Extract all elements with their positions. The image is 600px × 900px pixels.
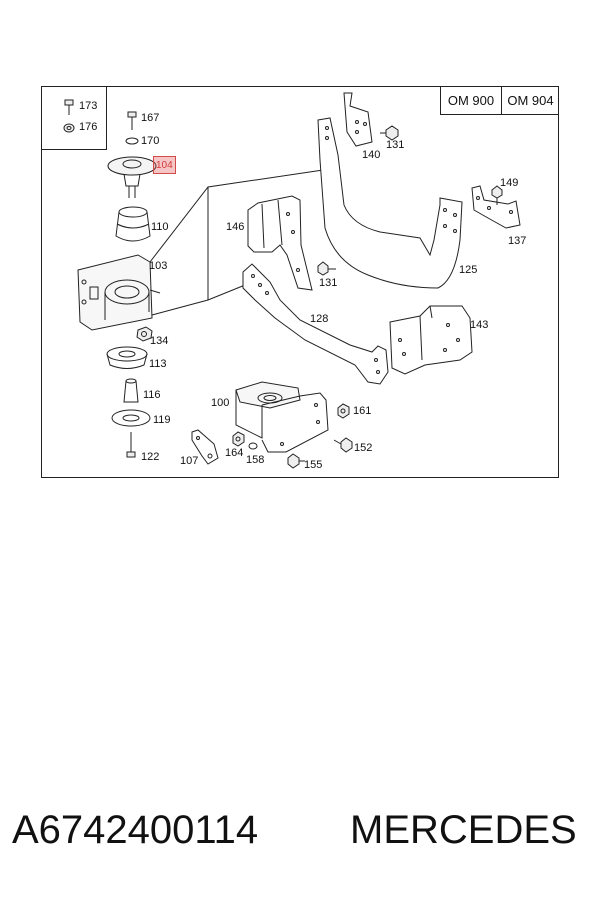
label-164: 164 <box>225 447 244 459</box>
washer-170-part <box>125 137 139 145</box>
label-155: 155 <box>304 459 323 471</box>
label-131-lower: 131 <box>319 277 338 289</box>
label-116: 116 <box>143 389 161 401</box>
bracket-107-part <box>191 429 219 465</box>
label-100: 100 <box>211 397 230 409</box>
rubber-buffer-110-part <box>115 206 151 242</box>
bolt-122-part <box>126 432 136 458</box>
label-131-upper: 131 <box>386 139 405 151</box>
bolt-131-lower-part <box>317 261 336 276</box>
rubber-mount-104-part <box>107 156 157 198</box>
bracket-137-part <box>471 185 521 229</box>
label-167: 167 <box>141 112 160 124</box>
label-149: 149 <box>500 177 519 189</box>
diagram-frame <box>41 86 559 478</box>
brand-name: MERCEDES <box>350 808 577 852</box>
bolt-149-part <box>491 185 503 205</box>
nut-134-part <box>136 326 153 342</box>
nut-176-part <box>63 123 75 133</box>
label-103: 103 <box>149 260 168 272</box>
sleeve-116-part <box>123 378 139 403</box>
label-146: 146 <box>226 221 245 233</box>
label-134: 134 <box>150 335 169 347</box>
label-158: 158 <box>246 454 265 466</box>
label-161: 161 <box>353 405 372 417</box>
bolt-155-part <box>287 453 305 469</box>
bolt-173-part <box>64 99 74 115</box>
part-number: A6742400114 <box>12 808 259 852</box>
label-119: 119 <box>153 414 171 426</box>
label-110: 110 <box>151 221 169 233</box>
label-107: 107 <box>180 455 199 467</box>
label-113: 113 <box>149 358 167 370</box>
label-173: 173 <box>79 100 98 112</box>
engine-variant-om904: OM 904 <box>501 87 559 115</box>
nut-164-part <box>232 431 245 447</box>
label-176: 176 <box>79 121 98 133</box>
bracket-140-part <box>343 92 373 147</box>
label-152: 152 <box>354 442 373 454</box>
assembly-leader-lower <box>151 282 251 316</box>
label-125: 125 <box>459 264 478 276</box>
bolt-167-part <box>127 111 137 130</box>
label-104-highlighted[interactable]: 104 <box>153 156 176 174</box>
mount-bracket-103-part <box>77 254 161 331</box>
bolt-131-upper-part <box>380 125 399 141</box>
label-143: 143 <box>470 319 489 331</box>
label-122: 122 <box>141 451 160 463</box>
side-member-128-part <box>242 263 389 385</box>
label-170: 170 <box>141 135 160 147</box>
bracket-146-part <box>247 195 313 291</box>
label-140: 140 <box>362 149 381 161</box>
engine-variant-om900: OM 900 <box>440 87 501 115</box>
footer-caption: A6742400114 MERCEDES <box>0 808 600 856</box>
bracket-143-part <box>389 305 473 375</box>
nut-161-part <box>337 403 350 419</box>
crossmember-125-part <box>317 117 463 289</box>
label-128: 128 <box>310 313 329 325</box>
small-parts-inset <box>41 86 107 150</box>
rubber-mount-113-part <box>106 346 148 369</box>
label-137: 137 <box>508 235 527 247</box>
washer-158-part <box>248 442 258 450</box>
washer-119-part <box>111 409 151 427</box>
bolt-152-part <box>333 437 353 453</box>
mount-bracket-100-part <box>235 381 329 453</box>
